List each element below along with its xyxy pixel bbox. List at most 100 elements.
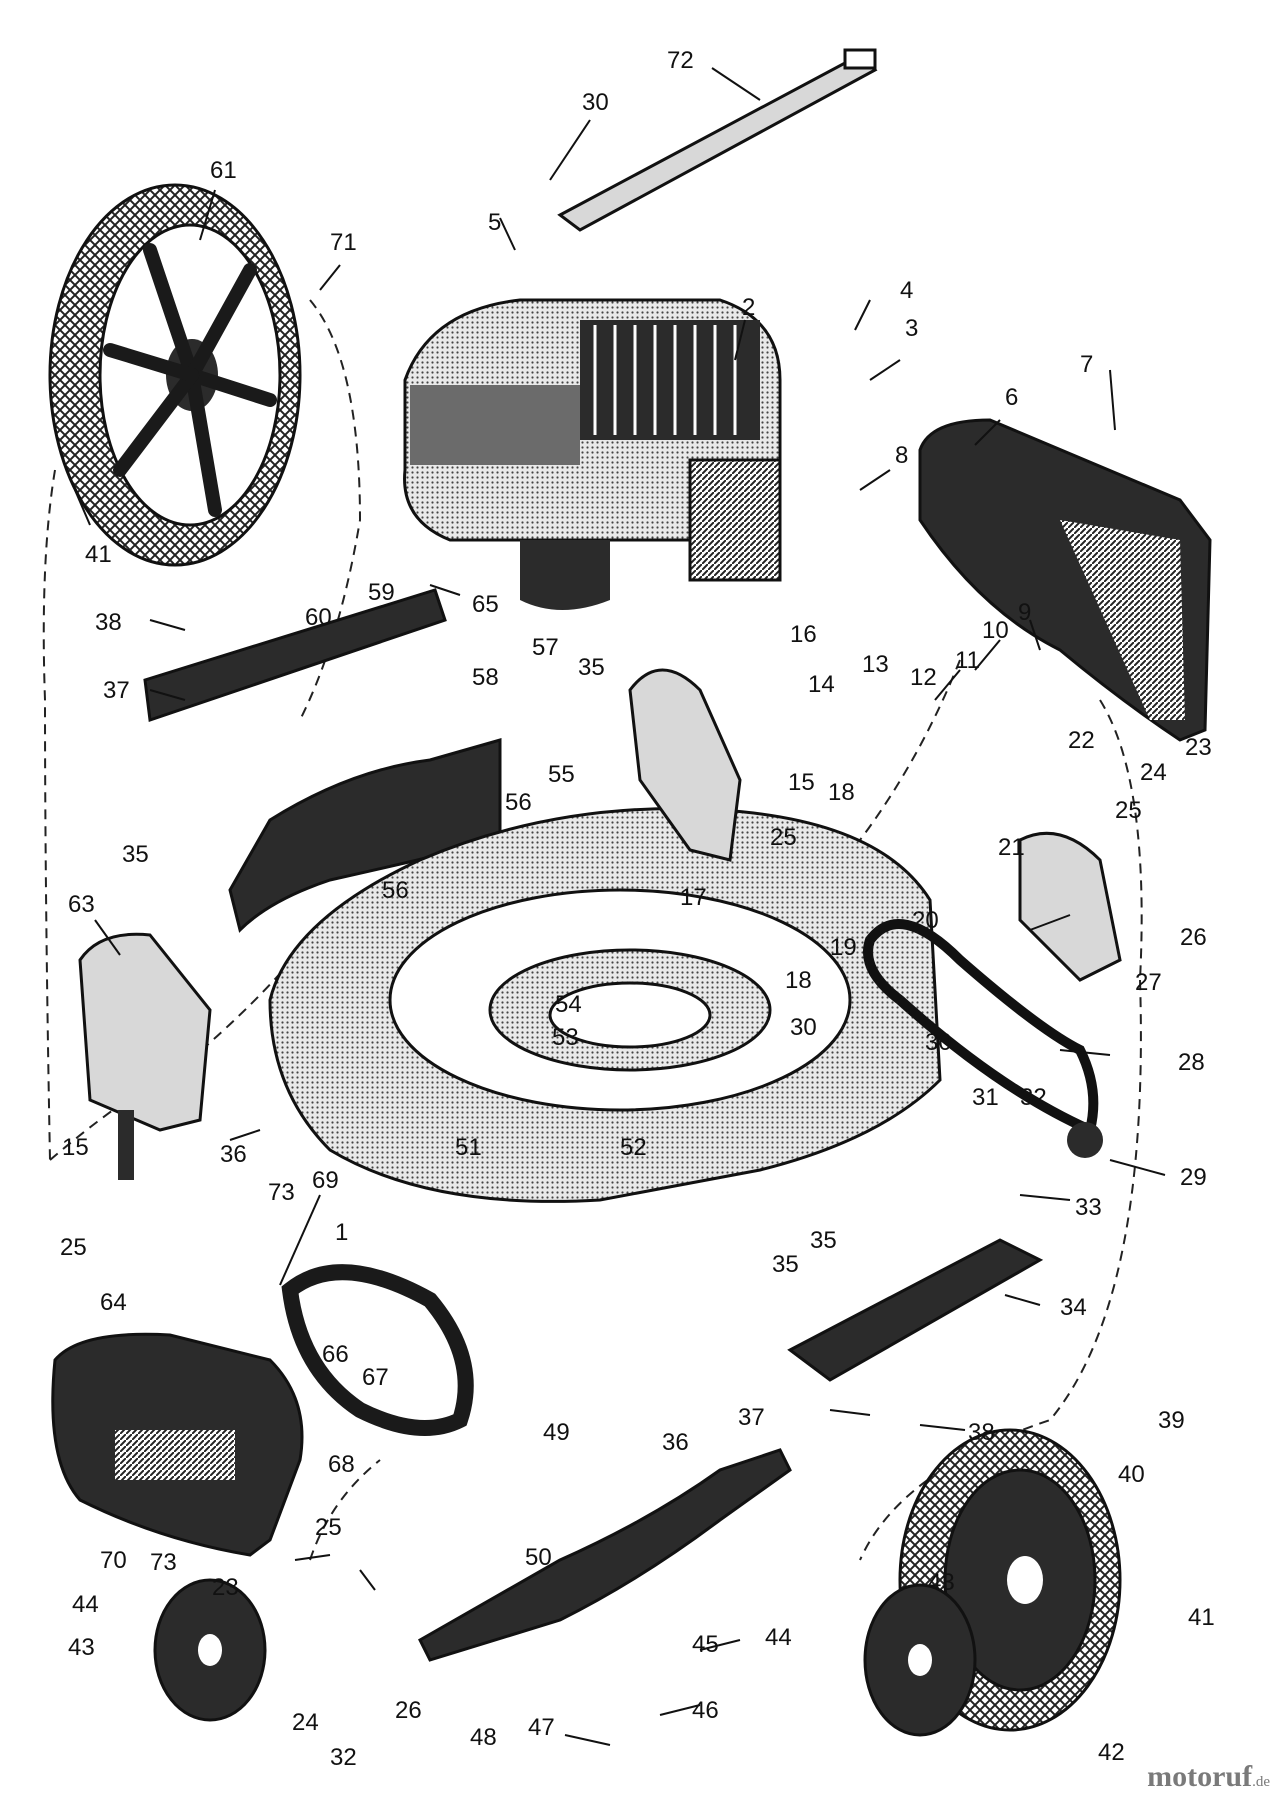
- label-12: 12: [910, 664, 937, 691]
- label-35-d: 35: [772, 1251, 799, 1278]
- label-45: 45: [692, 1631, 719, 1658]
- label-65: 65: [472, 591, 499, 618]
- label-30-right: 30: [925, 1029, 952, 1056]
- front-trim: [787, 1238, 1044, 1382]
- label-66: 66: [322, 1341, 349, 1368]
- label-68: 68: [328, 1451, 355, 1478]
- label-41-front: 41: [1188, 1604, 1215, 1631]
- label-23-left: 23: [212, 1574, 239, 1601]
- label-41-rear: 41: [85, 541, 112, 568]
- label-14: 14: [808, 671, 835, 698]
- label-23-right: 23: [1185, 734, 1212, 761]
- label-25-d: 25: [315, 1514, 342, 1541]
- label-64: 64: [100, 1289, 127, 1316]
- label-33: 33: [1075, 1194, 1102, 1221]
- label-26-left: 26: [395, 1697, 422, 1724]
- label-36-bottom: 36: [662, 1429, 689, 1456]
- label-60: 60: [305, 604, 332, 631]
- height-adjuster-front: [628, 668, 1122, 982]
- label-73-top: 73: [268, 1179, 295, 1206]
- label-19: 19: [830, 934, 857, 961]
- label-54: 54: [555, 991, 582, 1018]
- label-3: 3: [905, 315, 918, 342]
- watermark-name: motoruf: [1147, 1760, 1253, 1793]
- drive-belt: [863, 919, 1103, 1158]
- label-35-b: 35: [122, 841, 149, 868]
- label-38-bottom: 38: [968, 1419, 995, 1446]
- rear-flap: [918, 418, 1212, 742]
- label-38-top: 38: [95, 609, 122, 636]
- label-72: 72: [667, 47, 694, 74]
- mower-deck: [268, 807, 942, 1203]
- label-16: 16: [790, 621, 817, 648]
- label-70: 70: [100, 1547, 127, 1574]
- label-25-b: 25: [770, 824, 797, 851]
- label-59: 59: [368, 579, 395, 606]
- engine: [403, 298, 782, 610]
- label-63: 63: [68, 891, 95, 918]
- height-adjuster-rear: [78, 932, 212, 1180]
- grass-bag: [51, 1264, 474, 1557]
- label-32-right: 32: [1020, 1084, 1047, 1111]
- label-56-a: 56: [505, 789, 532, 816]
- label-48: 48: [470, 1724, 497, 1751]
- label-50: 50: [525, 1544, 552, 1571]
- label-37-top: 37: [103, 677, 130, 704]
- label-47: 47: [528, 1714, 555, 1741]
- rear-wheel: [48, 183, 302, 567]
- part-number-labels: 72 30 61 71 5 4 2 3 7 6 8 41 65 59 60 38…: [60, 47, 1215, 1771]
- label-13: 13: [862, 651, 889, 678]
- label-49: 49: [543, 1419, 570, 1446]
- label-9: 9: [1018, 599, 1031, 626]
- label-73-bottom: 73: [150, 1549, 177, 1576]
- label-35-c: 35: [810, 1227, 837, 1254]
- label-67: 67: [362, 1364, 389, 1391]
- label-37-bottom: 37: [738, 1404, 765, 1431]
- label-40: 40: [1118, 1461, 1145, 1488]
- label-22: 22: [1068, 727, 1095, 754]
- label-28: 28: [1178, 1049, 1205, 1076]
- label-32-left: 32: [330, 1744, 357, 1771]
- label-25-a: 25: [1115, 797, 1142, 824]
- label-46: 46: [692, 1697, 719, 1724]
- label-2: 2: [742, 294, 755, 321]
- label-43-left: 43: [68, 1634, 95, 1661]
- label-52: 52: [620, 1134, 647, 1161]
- label-7: 7: [1080, 351, 1093, 378]
- label-43-right: 43: [928, 1569, 955, 1596]
- label-71: 71: [330, 229, 357, 256]
- label-34: 34: [1060, 1294, 1087, 1321]
- label-15-left: 15: [62, 1134, 89, 1161]
- label-1: 1: [335, 1219, 348, 1246]
- label-5: 5: [488, 209, 501, 236]
- watermark-logo: motoruf.de: [1147, 1760, 1270, 1794]
- label-6: 6: [1005, 384, 1018, 411]
- label-4: 4: [900, 277, 913, 304]
- label-53: 53: [552, 1024, 579, 1051]
- label-20: 20: [912, 907, 939, 934]
- watermark-suffix: .de: [1252, 1774, 1270, 1790]
- label-31: 31: [972, 1084, 999, 1111]
- label-69: 69: [312, 1167, 339, 1194]
- label-24-right: 24: [1140, 759, 1167, 786]
- label-30-mid: 30: [790, 1014, 817, 1041]
- label-29: 29: [1180, 1164, 1207, 1191]
- label-17: 17: [680, 884, 707, 911]
- leader-lines: [74, 67, 1166, 1746]
- label-44-left: 44: [72, 1591, 99, 1618]
- left-hubcap: [153, 1578, 267, 1722]
- label-39: 39: [1158, 1407, 1185, 1434]
- label-36-left: 36: [220, 1141, 247, 1168]
- upper-handle: [557, 48, 878, 232]
- label-8: 8: [895, 442, 908, 469]
- label-58: 58: [472, 664, 499, 691]
- label-57: 57: [532, 634, 559, 661]
- label-18-b: 18: [785, 967, 812, 994]
- label-35-a: 35: [578, 654, 605, 681]
- label-61: 61: [210, 157, 237, 184]
- label-30: 30: [582, 89, 609, 116]
- label-56-b: 56: [382, 877, 409, 904]
- label-21: 21: [998, 834, 1025, 861]
- label-44-right: 44: [765, 1624, 792, 1651]
